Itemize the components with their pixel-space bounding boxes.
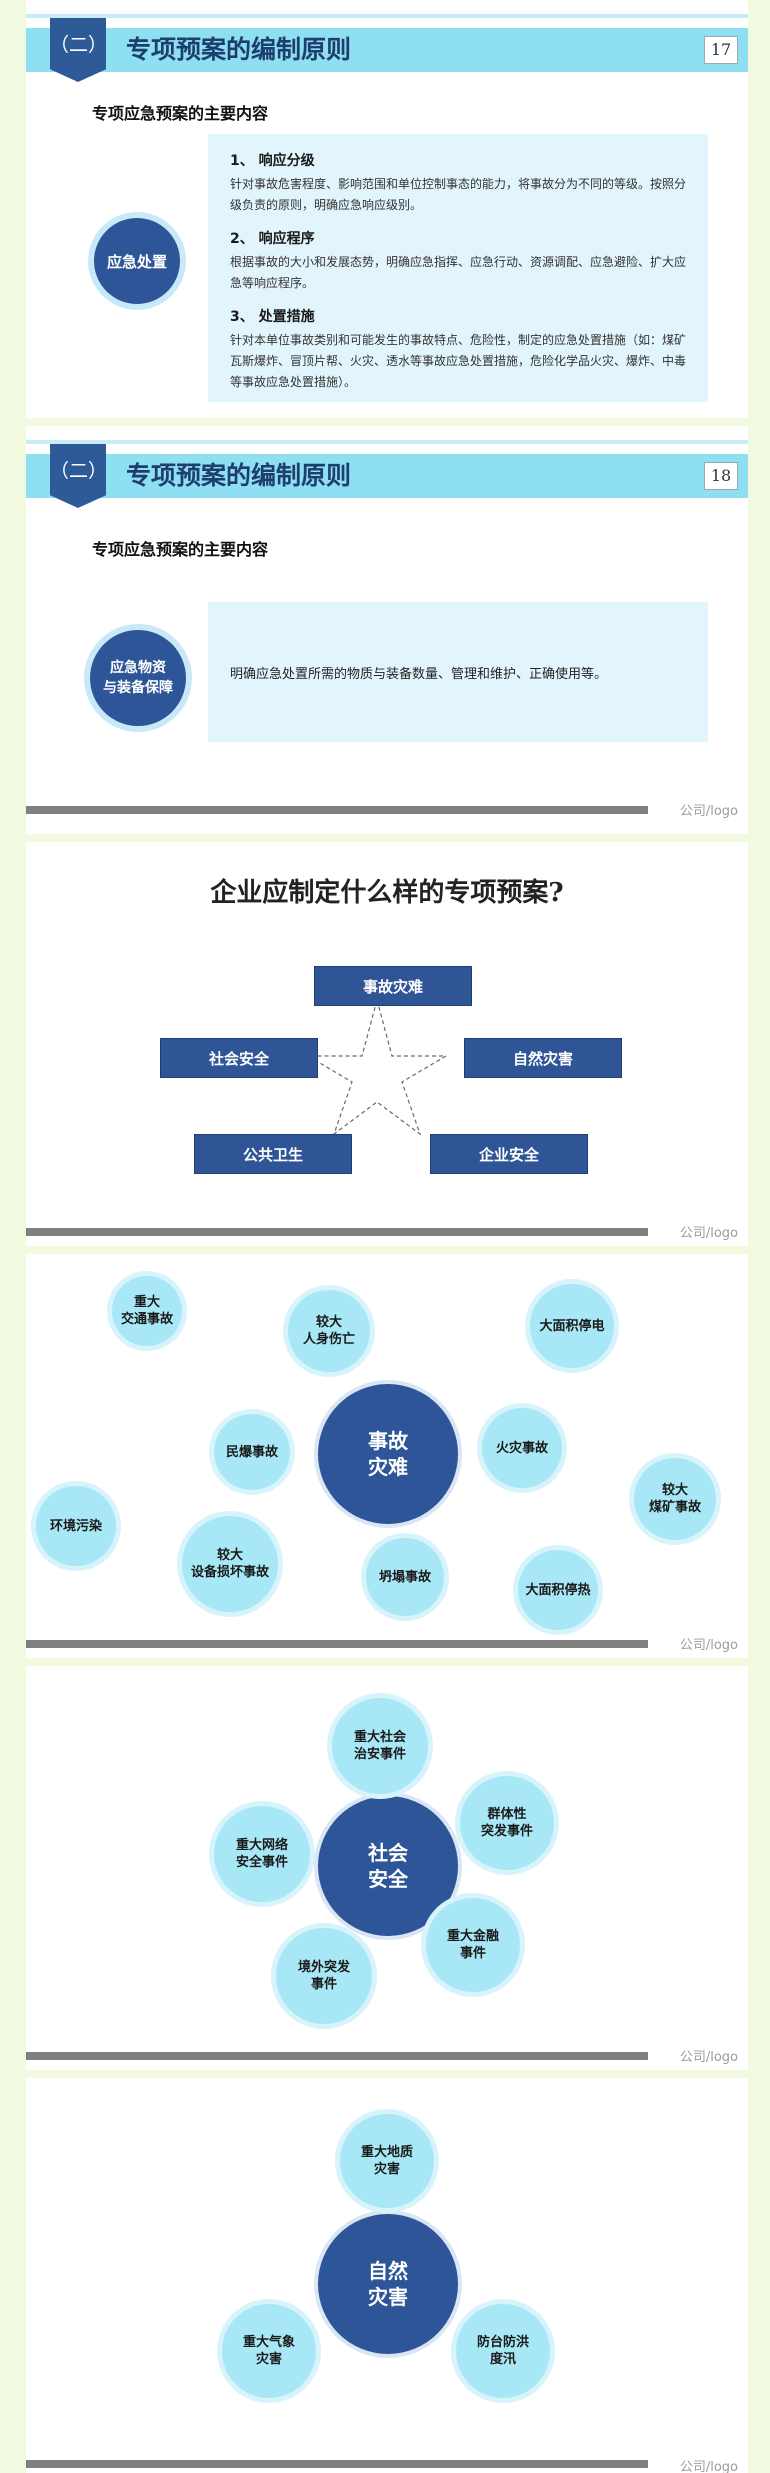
header-top-line: [26, 14, 748, 18]
item-heading-3: 3、 处置措施: [230, 309, 315, 325]
footer-bar: [26, 1640, 648, 1648]
bubble: 坍塌事故: [366, 1538, 444, 1616]
bubble: 重大气象 灾害: [222, 2304, 316, 2398]
plan-type-box-left: 社会安全: [160, 1038, 318, 1078]
plan-type-label: 企业安全: [478, 1145, 539, 1164]
bubble: 大面积停热: [518, 1550, 598, 1630]
plan-type-box-bottom-right: 企业安全: [430, 1134, 588, 1174]
plan-type-label: 公共卫生: [242, 1145, 303, 1164]
item-text-2: 根据事故的大小和发展态势，明确应急指挥、应急行动、资源调配、应急避险、扩大应急等…: [230, 255, 687, 290]
bubble: 火灾事故: [482, 1408, 562, 1488]
item-heading-1: 1、 响应分级: [230, 153, 315, 169]
item-text-3: 针对本单位事故类别和可能发生的事故特点、危险性，制定的应急处置措施（如：煤矿瓦斯…: [230, 333, 687, 389]
header-top-line: [26, 440, 748, 444]
content-text: 明确应急处置所需的物质与装备数量、管理和维护、正确使用等。: [230, 666, 608, 682]
footer-bar: [26, 1228, 648, 1236]
footer-bar: [26, 2052, 648, 2060]
bubble: 重大社会 治安事件: [332, 1698, 428, 1794]
bubble: 重大网络 安全事件: [214, 1806, 310, 1902]
slide-title: 企业应制定什么样的专项预案?: [210, 878, 564, 908]
section-badge: （二）: [50, 444, 106, 508]
bubble: 境外突发 事件: [276, 1928, 372, 2024]
footer-bar: [26, 806, 648, 814]
topic-circle: 应急处置: [94, 218, 180, 304]
center-topic: 自然 灾害: [318, 2214, 458, 2354]
header-bar: [26, 28, 748, 72]
bubble: 较大 人身伤亡: [288, 1290, 370, 1372]
slide-natural-disasters: 自然 灾害 重大地质 灾害 重大气象 灾害 防台防洪 度汛 公司/logo: [26, 2078, 748, 2473]
topic-circle-label-2: 与装备保障: [103, 680, 173, 696]
plan-type-box-bottom-left: 公共卫生: [194, 1134, 352, 1174]
slide-18: （二） 专项预案的编制原则 18 专项应急预案的主要内容 应急物资 与装备保障 …: [26, 426, 748, 834]
section-badge: （二）: [50, 18, 106, 82]
company-logo-text: 公司/logo: [679, 804, 738, 819]
slide-title: 专项预案的编制原则: [126, 461, 352, 490]
bubble: 防台防洪 度汛: [456, 2304, 550, 2398]
page-number: 18: [704, 462, 738, 490]
bubble: 重大 交通事故: [112, 1276, 182, 1346]
plan-type-box-right: 自然灾害: [464, 1038, 622, 1078]
content-box: 明确应急处置所需的物质与装备数量、管理和维护、正确使用等。: [208, 602, 708, 742]
topic-circle-label: 应急处置: [106, 252, 167, 271]
page-number: 17: [704, 36, 738, 64]
bubble: 较大 设备损坏事故: [182, 1516, 278, 1612]
slide-subtitle: 专项应急预案的主要内容: [92, 540, 269, 559]
plan-type-label: 事故灾难: [362, 977, 423, 996]
item-text-1: 针对事故危害程度、影响范围和单位控制事态的能力，将事故分为不同的等级。按照分级负…: [230, 177, 687, 212]
bubble: 群体性 突发事件: [460, 1776, 554, 1870]
slide-subtitle: 专项应急预案的主要内容: [92, 104, 269, 123]
plan-type-label: 自然灾害: [512, 1049, 573, 1068]
item-heading-2: 2、 响应程序: [230, 231, 315, 247]
content-box: 1、 响应分级 针对事故危害程度、影响范围和单位控制事态的能力，将事故分为不同的…: [208, 134, 708, 402]
center-topic: 社会 安全: [318, 1796, 458, 1936]
bubble: 民爆事故: [214, 1414, 290, 1490]
slide-accident-disasters: 事故 灾难 重大 交通事故 较大 人身伤亡 大面积停电 民爆事故 火灾事故 较大…: [26, 1254, 748, 1658]
footer-bar: [26, 2460, 648, 2468]
bubble: 重大地质 灾害: [340, 2114, 434, 2208]
company-logo-text: 公司/logo: [679, 2050, 738, 2065]
company-logo-text: 公司/logo: [679, 2460, 738, 2473]
center-topic: 事故 灾难: [318, 1384, 458, 1524]
bubble: 环境污染: [36, 1486, 116, 1566]
company-logo-text: 公司/logo: [679, 1638, 738, 1653]
header-bar: [26, 454, 748, 498]
plan-type-box-top: 事故灾难: [314, 966, 472, 1006]
star-connector: [305, 997, 449, 1136]
slide-social-security: 社会 安全 重大社会 治安事件 群体性 突发事件 重大金融 事件 境外突发 事件…: [26, 1666, 748, 2070]
bubble: 较大 煤矿事故: [634, 1458, 716, 1540]
bubble: 大面积停电: [530, 1284, 614, 1368]
slide-17: （二） 专项预案的编制原则 17 专项应急预案的主要内容 应急处置 1、 响应分…: [26, 0, 748, 418]
bubble: 重大金融 事件: [426, 1898, 520, 1992]
slide-plan-types: 企业应制定什么样的专项预案? 事故灾难 社会安全 自然灾害 公共卫生 企业安全 …: [26, 842, 748, 1246]
plan-type-label: 社会安全: [208, 1049, 269, 1068]
topic-circle-label-1: 应急物资: [110, 660, 166, 676]
company-logo-text: 公司/logo: [679, 1226, 738, 1241]
topic-circle: 应急物资 与装备保障: [90, 630, 186, 726]
slide-title: 专项预案的编制原则: [126, 35, 352, 64]
